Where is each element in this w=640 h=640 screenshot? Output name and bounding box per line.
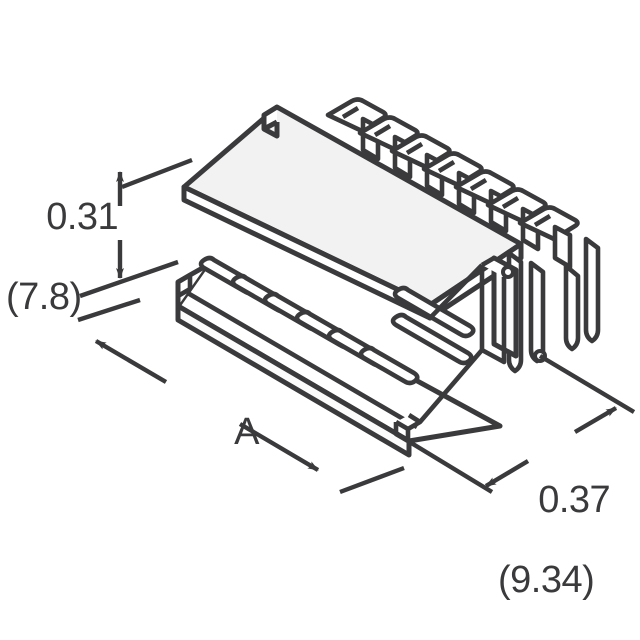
bracket-pivot-upper xyxy=(501,265,515,279)
base-right-notch xyxy=(394,413,423,432)
dimension-height-primary: 0.31 xyxy=(46,195,119,238)
depth-dim-arrow-lower xyxy=(484,459,530,488)
connector-body-group xyxy=(175,97,601,458)
dimension-depth-secondary: (9.34) xyxy=(498,558,595,601)
length-dim-arrow-right xyxy=(238,422,320,472)
dimension-length-primary: A xyxy=(234,410,259,453)
right-wall-inner-edge xyxy=(479,265,507,365)
top-rib-post xyxy=(552,224,573,270)
top-rib-row xyxy=(325,97,580,270)
right-wall-bottom-tie-2 xyxy=(428,263,484,320)
depth-ext-line-lower xyxy=(406,439,494,494)
dimension-height xyxy=(79,157,193,299)
height-ext-line-bottom xyxy=(79,259,179,299)
depth-ext-line-upper xyxy=(538,354,636,414)
top-rib-inner xyxy=(373,124,392,137)
top-rib-inner xyxy=(405,142,424,155)
base-front-edge xyxy=(184,290,419,429)
base-right-notch-side xyxy=(393,422,411,444)
base-front-face xyxy=(175,303,412,458)
height-ext-line-top xyxy=(121,157,193,190)
top-rib-inner xyxy=(501,196,520,209)
shroud-latch-notch-edge xyxy=(262,122,280,139)
length-ext-line-left xyxy=(77,297,141,323)
right-end-bracket xyxy=(418,255,547,424)
length-ext-line-right xyxy=(339,465,405,495)
dimension-label-depth: 0.37 (9.34) xyxy=(498,441,611,640)
contact-finger xyxy=(358,345,420,386)
top-rib-inner xyxy=(533,214,552,227)
dimension-depth-primary: 0.37 xyxy=(538,478,611,521)
dimension-height-secondary: (7.8) xyxy=(6,275,82,318)
shroud-latch-notch xyxy=(261,104,279,132)
top-rib-inner xyxy=(469,178,488,191)
pin-tail xyxy=(528,260,546,364)
dimension-label-height: 0.31 (7.8) xyxy=(6,158,119,397)
top-rib-inner xyxy=(437,160,456,173)
right-wall-bottom-tie xyxy=(418,348,484,424)
pin-tail xyxy=(563,263,581,352)
depth-dim-arrow-upper xyxy=(573,406,618,434)
contact-finger xyxy=(390,312,474,366)
dimension-length xyxy=(77,297,405,495)
pin-tail xyxy=(583,236,601,344)
dimension-label-length: A xyxy=(196,373,259,493)
top-rib-inner xyxy=(341,106,360,119)
base-left-notch-inner xyxy=(176,275,193,298)
dimension-depth xyxy=(406,354,636,494)
length-dim-arrow-left xyxy=(94,339,168,384)
